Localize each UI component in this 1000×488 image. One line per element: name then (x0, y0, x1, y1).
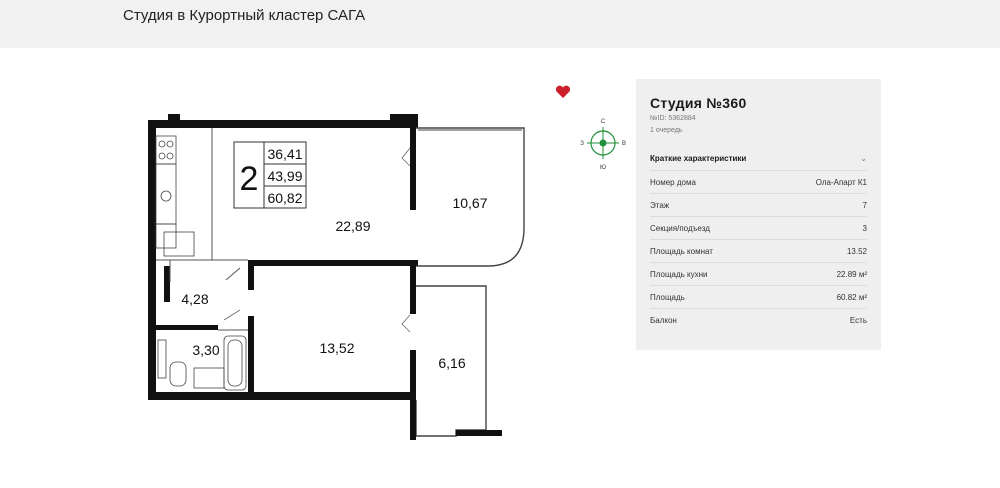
spec-label: Площадь (650, 293, 685, 302)
spec-label: Площадь комнат (650, 247, 713, 256)
walls (148, 114, 418, 400)
spec-value: 60.82 м² (836, 293, 867, 302)
compass: С Ю З В (578, 116, 628, 172)
loggia-area-label: 10,67 (452, 195, 487, 211)
living-area-label: 36,41 (267, 146, 302, 162)
compass-south-label: Ю (600, 165, 606, 171)
top-bar: Студия в Курортный кластер САГА (0, 0, 1000, 48)
compass-east-label: В (622, 141, 626, 147)
spec-value: 3 (862, 224, 867, 233)
compass-icon: С Ю З В (580, 119, 626, 171)
spec-label: Номер дома (650, 178, 696, 187)
apartment-info-card: Студия №360 №ID: 5362884 1 очередь Кратк… (636, 79, 881, 350)
hall-area-label: 4,28 (181, 291, 208, 307)
spec-row: Площадь 60.82 м² (650, 285, 867, 309)
apartment-queue: 1 очередь (650, 127, 683, 134)
kitchen-area-label: 22,89 (335, 218, 370, 234)
balcony-area-label: 6,16 (438, 355, 465, 371)
spec-row: Площадь кухни 22.89 м² (650, 262, 867, 286)
spec-label: Балкон (650, 316, 677, 325)
page-title: Студия в Курортный кластер САГА (123, 7, 366, 24)
spec-value: 7 (862, 201, 867, 210)
bedroom-area-label: 13,52 (319, 340, 354, 356)
heart-icon (555, 85, 571, 98)
spec-value: 13.52 (846, 247, 867, 256)
area-box: 2 36,41 43,99 60,82 (233, 141, 307, 209)
room-count-label: 2 (240, 160, 259, 198)
compass-north-label: С (601, 119, 606, 125)
kitchen-fixtures (155, 135, 195, 257)
apartment-id: №ID: 5362884 (650, 115, 696, 122)
bath-area-label: 3,30 (192, 342, 219, 358)
favorite-button[interactable] (553, 82, 573, 102)
spec-label: Секция/подъезд (650, 224, 710, 233)
spec-value: Есть (849, 316, 867, 325)
spec-row: Секция/подъезд 3 (650, 216, 867, 240)
spec-label: Этаж (650, 201, 670, 210)
floor-plan: 2 36,41 43,99 60,82 22,89 10,67 4,28 3,3… (148, 114, 525, 440)
compass-west-label: З (580, 141, 584, 147)
chevron-down-icon: ⌄ (860, 154, 867, 163)
total-area-label: 60,82 (267, 190, 302, 206)
apartment-title: Студия №360 (650, 95, 747, 111)
spec-label: Площадь кухни (650, 270, 708, 279)
useful-area-label: 43,99 (267, 168, 302, 184)
characteristics-title: Краткие характеристики (650, 154, 747, 163)
spec-value: Ола-Апарт К1 (815, 178, 867, 187)
characteristics-toggle[interactable]: Краткие характеристики ⌄ (650, 154, 867, 168)
spec-value: 22.89 м² (836, 270, 867, 279)
spec-row: Балкон Есть (650, 308, 867, 332)
spec-row: Площадь комнат 13.52 (650, 239, 867, 263)
bath-fixtures (157, 335, 247, 391)
spec-row: Номер дома Ола-Апарт К1 (650, 170, 867, 194)
spec-row: Этаж 7 (650, 193, 867, 217)
